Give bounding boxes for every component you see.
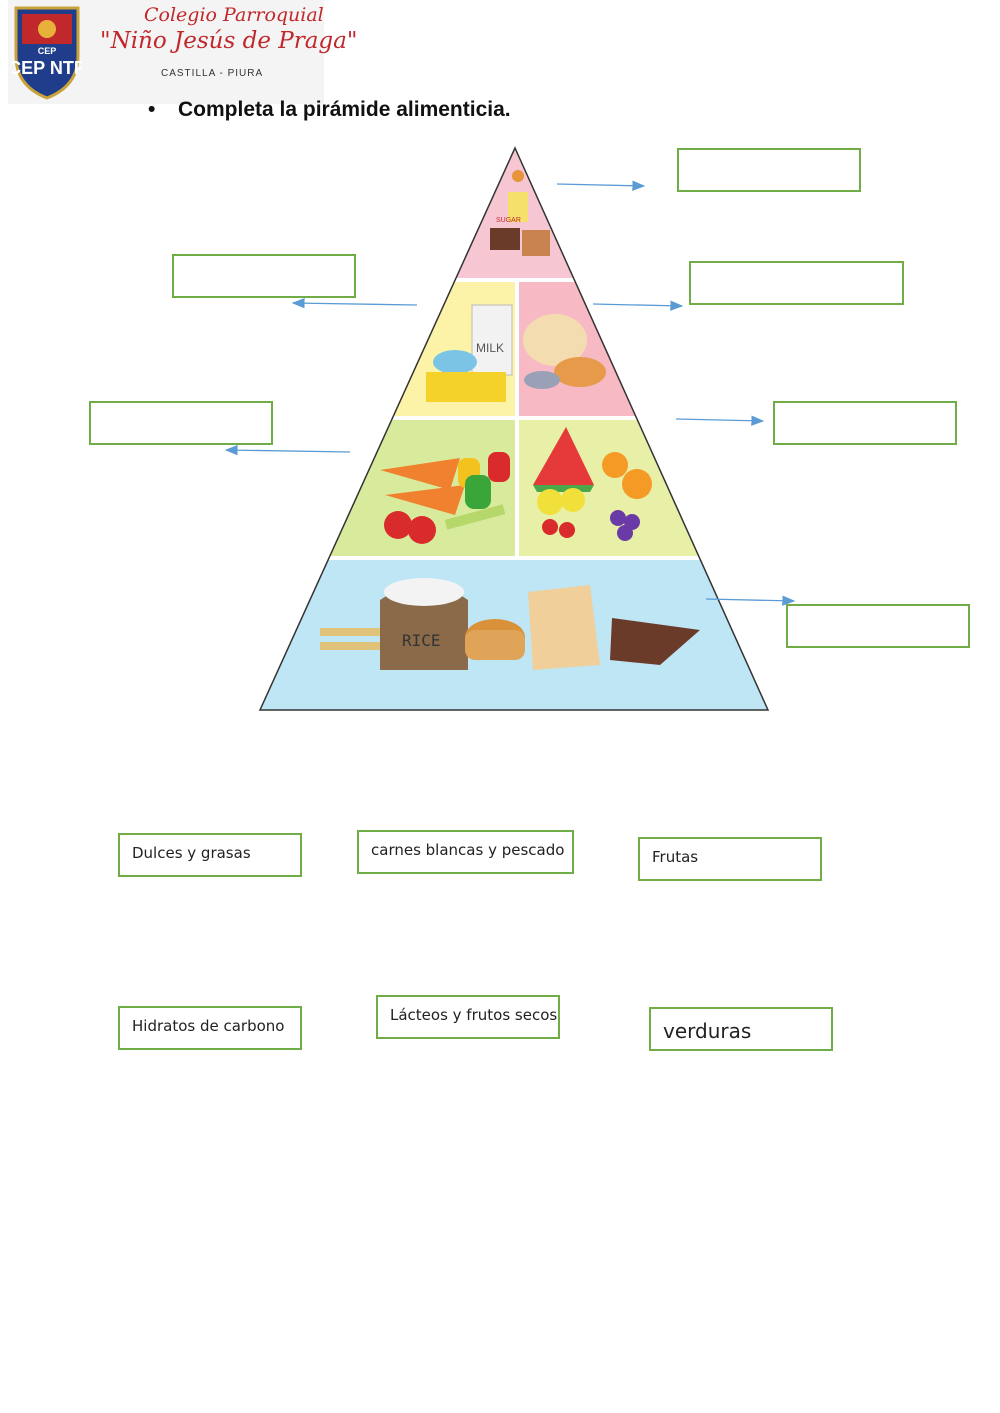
svg-text:CEP: CEP bbox=[38, 46, 57, 56]
arrow-dairy bbox=[291, 297, 418, 309]
arrow-fruits bbox=[675, 415, 765, 426]
fruits-illustration bbox=[533, 427, 652, 541]
card-verduras[interactable]: verduras bbox=[649, 1007, 833, 1051]
school-location: CASTILLA - PIURA bbox=[161, 68, 264, 79]
card-frutas[interactable]: Frutas bbox=[638, 837, 822, 881]
food-pyramid: SUGAR MILK bbox=[258, 146, 770, 711]
arrow-sweets bbox=[556, 180, 646, 191]
card-dulces-y-grasas[interactable]: Dulces y grasas bbox=[118, 833, 302, 877]
school-shield-icon: CEP CEP NTP bbox=[12, 6, 82, 100]
instruction-text: Completa la pirámide alimenticia. bbox=[178, 98, 511, 121]
sweets-illustration: SUGAR bbox=[490, 170, 550, 256]
vegetables-illustration bbox=[380, 452, 510, 544]
milk-label: MILK bbox=[476, 341, 504, 355]
logo-text: CEP NTP bbox=[12, 58, 82, 78]
rice-label: RICE bbox=[402, 631, 441, 650]
school-name-line1: Colegio Parroquial bbox=[144, 4, 324, 26]
answer-box-fruits[interactable] bbox=[773, 401, 957, 445]
arrow-grains bbox=[705, 595, 796, 606]
dairy-illustration: MILK bbox=[426, 304, 513, 402]
grains-illustration: RICE bbox=[320, 578, 700, 670]
arrows-layer bbox=[224, 180, 796, 606]
card-lacteos-y-frutos-secos[interactable]: Lácteos y frutos secos bbox=[376, 995, 560, 1039]
answer-box-dairy[interactable] bbox=[172, 254, 356, 298]
answer-box-grains[interactable] bbox=[786, 604, 970, 648]
arrow-meat bbox=[592, 300, 684, 311]
bullet-icon: • bbox=[148, 98, 156, 121]
card-hidratos-de-carbono[interactable]: Hidratos de carbono bbox=[118, 1006, 302, 1050]
sugar-label: SUGAR bbox=[496, 217, 521, 224]
card-carnes-blancas[interactable]: carnes blancas y pescado bbox=[357, 830, 574, 874]
answer-box-meat[interactable] bbox=[689, 261, 904, 305]
arrow-vegetables bbox=[224, 444, 351, 456]
instruction: • Completa la pirámide alimenticia. bbox=[148, 98, 511, 122]
school-name-line2: "Niño Jesús de Praga" bbox=[100, 28, 358, 54]
pyramid-outline bbox=[258, 146, 770, 711]
meat-illustration bbox=[523, 314, 606, 389]
school-header: CEP CEP NTP Colegio Parroquial "Niño Jes… bbox=[8, 0, 357, 104]
answer-box-vegetables[interactable] bbox=[89, 401, 273, 445]
answer-box-sweets[interactable] bbox=[677, 148, 861, 192]
